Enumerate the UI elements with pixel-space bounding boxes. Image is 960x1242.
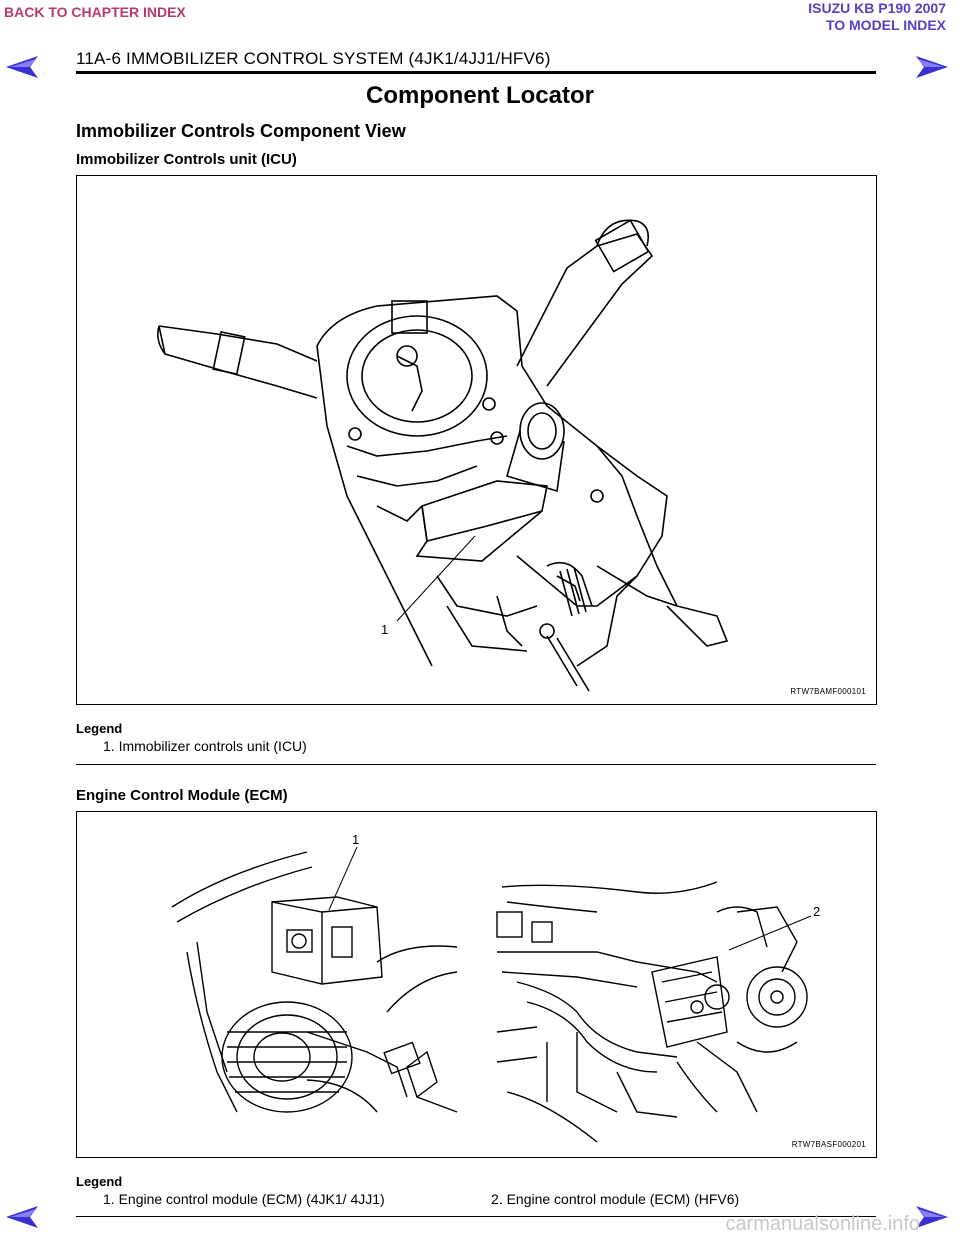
section-title: Immobilizer Controls Component View (76, 121, 406, 141)
section-header: 11A-6 IMMOBILIZER CONTROL SYSTEM (4JK1/4… (76, 49, 551, 68)
figure1-callout-1: 1 (381, 622, 388, 637)
header-rule (76, 71, 876, 74)
model-name-label: ISUZU KB P190 2007 (808, 0, 946, 16)
figure2-heading: Engine Control Module (ECM) (76, 787, 288, 804)
next-page-arrow-bottom-icon[interactable] (916, 1206, 948, 1228)
figure1-heading: Immobilizer Controls unit (ICU) (76, 151, 297, 168)
page-title: Component Locator (366, 82, 594, 109)
previous-page-arrow-icon[interactable] (6, 56, 38, 78)
figure1-illustration: 1 RTW7BAMF000101 (76, 175, 877, 705)
figure2-code: RTW7BASF000201 (791, 1140, 866, 1149)
steering-column-drawing: 1 (157, 219, 729, 692)
engine-bay-drawing: 1 2 (171, 832, 820, 1143)
figure2-legend-item-2: 2. Engine control module (ECM) (HFV6) (491, 1191, 740, 1207)
watermark: carmanualsonline.info (725, 1213, 920, 1235)
figure2-callout-2: 2 (813, 904, 820, 919)
figure2-legend-heading: Legend (76, 1174, 123, 1189)
figure1-legend-item: 1. Immobilizer controls unit (ICU) (103, 738, 307, 754)
figure2-legend-rule (76, 1216, 876, 1217)
back-to-chapter-index-link[interactable]: BACK TO CHAPTER INDEX (4, 4, 186, 20)
to-model-index-link[interactable]: ISUZU KB P190 2007 TO MODEL INDEX (808, 0, 946, 34)
to-model-index-label: TO MODEL INDEX (825, 17, 946, 33)
next-page-arrow-icon[interactable] (916, 56, 948, 78)
figure2-callout-1: 1 (352, 832, 359, 847)
figure2-legend-item-1: 1. Engine control module (ECM) (4JK1/ 4J… (103, 1191, 385, 1207)
figure1-code: RTW7BAMF000101 (790, 687, 866, 696)
previous-page-arrow-bottom-icon[interactable] (6, 1206, 38, 1228)
figure2-illustration: 1 2 RTW7BASF000201 (76, 811, 877, 1158)
figure1-legend-rule (76, 764, 876, 765)
figure1-legend-heading: Legend (76, 721, 123, 736)
